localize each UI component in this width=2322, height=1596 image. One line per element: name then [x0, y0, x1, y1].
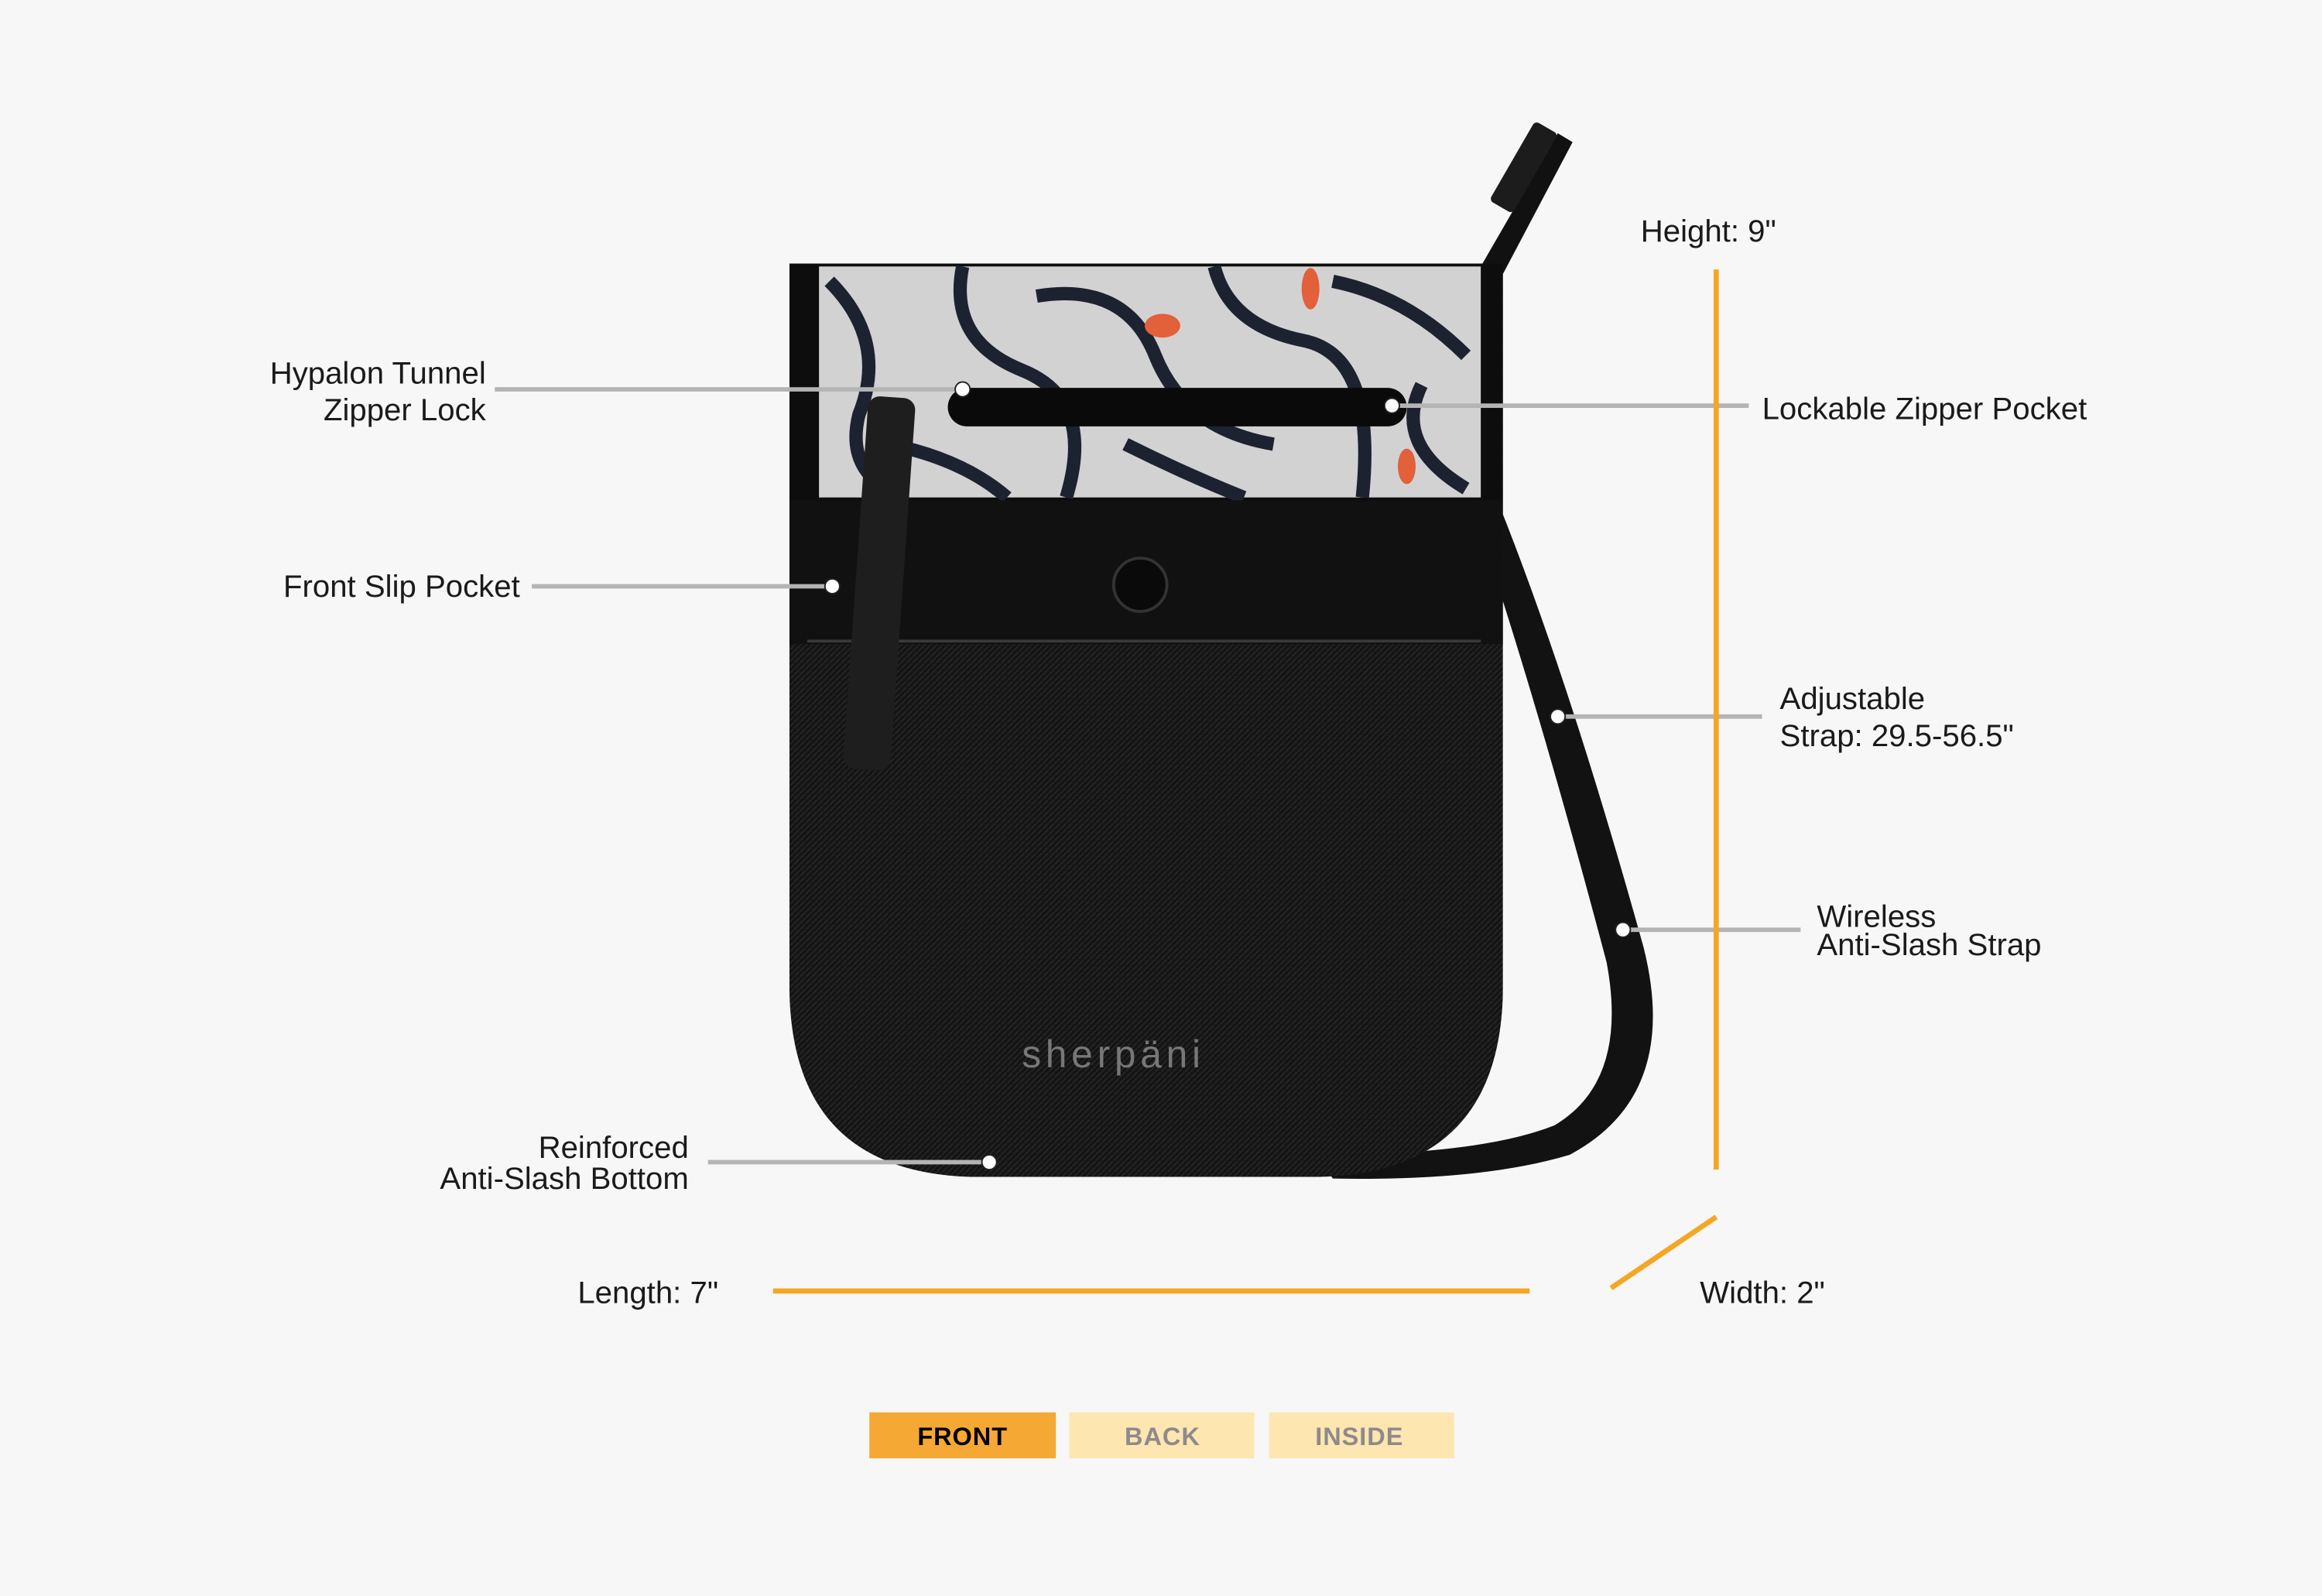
callout-lines — [495, 381, 1801, 1171]
tab-front[interactable]: FRONT — [869, 1412, 1057, 1459]
callout-lockable: Lockable Zipper Pocket — [1762, 391, 2087, 426]
callout-wireless-line1: Wireless — [1817, 899, 1936, 933]
callout-wireless-line2: Anti-Slash Strap — [1817, 927, 2041, 962]
callout-adjustable-line2: Strap: 29.5-56.5" — [1780, 718, 2014, 753]
tab-back-label: BACK — [1125, 1423, 1200, 1450]
dimension-length: Length: 7" — [577, 1275, 718, 1310]
callout-hypalon-line1: Hypalon Tunnel — [270, 355, 486, 390]
tab-front-label: FRONT — [917, 1423, 1008, 1450]
callout-reinforced-line2: Anti-Slash Bottom — [440, 1161, 688, 1196]
zipper-pull — [843, 396, 916, 771]
tab-inside[interactable]: INSIDE — [1269, 1412, 1454, 1459]
callout-reinforced-line1: Reinforced — [539, 1130, 689, 1165]
width-dimension-line — [1609, 1214, 1718, 1290]
brand-logo: sherpäni — [1022, 1033, 1205, 1076]
tab-back[interactable]: BACK — [1069, 1412, 1255, 1459]
dimension-width: Width: 2" — [1700, 1275, 1825, 1310]
callout-hypalon-line2: Zipper Lock — [324, 392, 487, 427]
dimension-height: Height: 9" — [1641, 214, 1776, 248]
callout-front-slip: Front Slip Pocket — [283, 569, 520, 604]
zipper-pocket — [947, 388, 1407, 426]
callout-adjustable-line1: Adjustable — [1780, 681, 1926, 716]
snap-button — [1111, 557, 1169, 613]
tab-inside-label: INSIDE — [1315, 1423, 1403, 1450]
bag-strap — [1317, 122, 1653, 1179]
